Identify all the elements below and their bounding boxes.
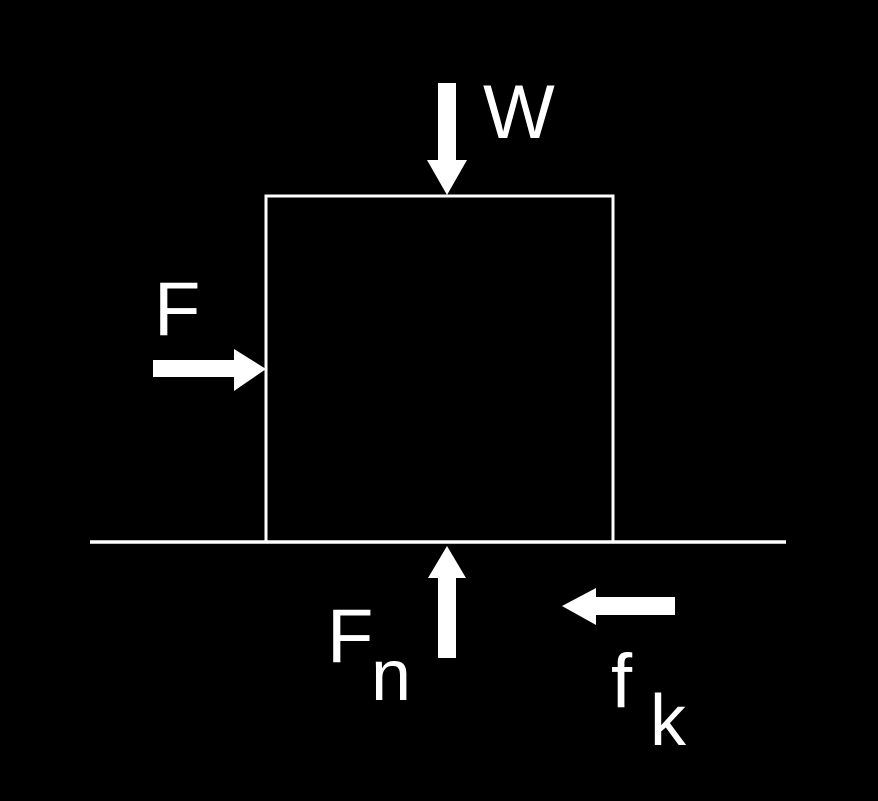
- block-outline: [264, 194, 615, 544]
- weight-label: W: [483, 70, 555, 155]
- normal-force-subscript: n: [371, 636, 411, 716]
- normal-force-arrow-up-icon: [428, 546, 466, 658]
- applied-force-label: F: [154, 267, 200, 352]
- friction-arrow-left-icon: [562, 588, 675, 625]
- friction-subscript: k: [650, 681, 687, 761]
- weight-arrow-down-icon: [427, 83, 467, 195]
- applied-force-arrow-right-icon: [153, 349, 266, 391]
- friction-label: f: [611, 639, 633, 724]
- normal-force-label: F: [327, 594, 373, 679]
